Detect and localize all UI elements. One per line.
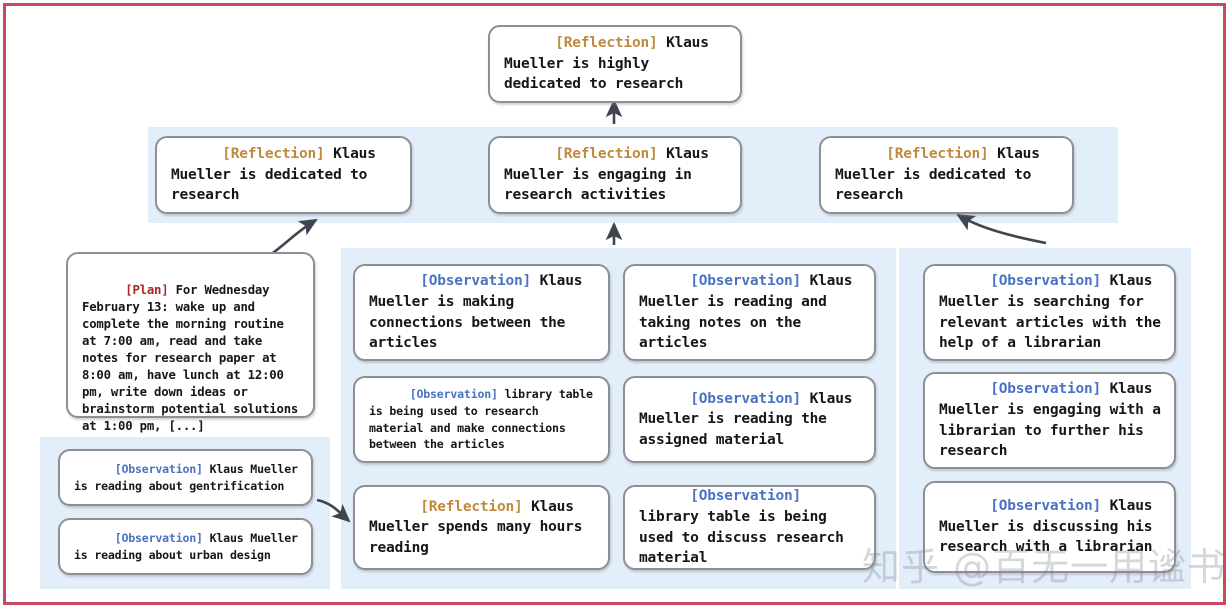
node-obs-col3-2[interactable]: [Observation] Klaus Mueller is engaging … (923, 372, 1176, 469)
node-mid-reflection-center[interactable]: [Reflection] Klaus Mueller is engaging i… (488, 136, 742, 214)
node-text: [Observation] Klaus Mueller is searching… (939, 251, 1162, 374)
node-obs-left-1[interactable]: [Observation] Klaus Mueller is reading a… (58, 449, 313, 506)
node-top-reflection[interactable]: [Reflection] Klaus Mueller is highly ded… (488, 25, 742, 103)
node-text: [Observation] library table is being use… (369, 369, 596, 470)
node-obs-left-2[interactable]: [Observation] Klaus Mueller is reading a… (58, 518, 313, 575)
tag-reflection: [Reflection] (420, 498, 523, 515)
tag-observation: [Observation] (420, 273, 532, 290)
tag-observation: [Observation] (114, 461, 203, 476)
tag-observation: [Observation] (409, 386, 498, 401)
node-text: [Observation] Klaus Mueller is reading a… (74, 513, 299, 580)
node-body: Klaus Mueller is discussing his research… (939, 498, 1161, 556)
node-obs-col1-2[interactable]: [Observation] library table is being use… (353, 376, 610, 463)
node-obs-col2-1[interactable]: [Observation] Klaus Mueller is reading a… (623, 264, 876, 361)
node-body: library table is being used to research … (369, 386, 600, 452)
tag-reflection: [Reflection] (222, 146, 325, 163)
tag-observation: [Observation] (114, 530, 203, 545)
tag-observation: [Observation] (690, 390, 802, 407)
node-obs-col2-3[interactable]: [Observation] library table is being use… (623, 485, 876, 570)
node-text: [Reflection] Klaus Mueller is dedicated … (171, 124, 398, 227)
node-text: [Observation] Klaus Mueller is reading t… (639, 368, 862, 471)
node-body: Klaus Mueller is engaging with a librari… (939, 381, 1170, 460)
node-body: Klaus Mueller is reading and taking note… (639, 273, 861, 352)
node-obs-col1-1[interactable]: [Observation] Klaus Mueller is making co… (353, 264, 610, 361)
tag-observation: [Observation] (690, 273, 802, 290)
node-obs-col3-3[interactable]: [Observation] Klaus Mueller is discussin… (923, 481, 1176, 573)
tag-observation: [Observation] (990, 498, 1102, 515)
node-plan[interactable]: [Plan] For Wednesday February 13: wake u… (66, 252, 315, 433)
node-body: Klaus Mueller is reading the assigned ma… (639, 390, 861, 448)
node-body: Klaus Mueller is dedicated to research (171, 146, 385, 204)
node-text: [Observation] Klaus Mueller is reading a… (639, 251, 862, 374)
node-body: Klaus Mueller is dedicated to research (835, 146, 1049, 204)
node-mid-reflection-left[interactable]: [Reflection] Klaus Mueller is dedicated … (155, 136, 412, 214)
tag-observation: [Observation] (990, 381, 1102, 398)
tag-observation: [Observation] (990, 273, 1102, 290)
node-text: [Observation] library table is being use… (639, 466, 862, 589)
node-body: Klaus Mueller is engaging in research ac… (504, 146, 718, 204)
node-body: Klaus Mueller is searching for relevant … (939, 273, 1170, 352)
node-obs-col3-1[interactable]: [Observation] Klaus Mueller is searching… (923, 264, 1176, 361)
node-mid-reflection-right[interactable]: [Reflection] Klaus Mueller is dedicated … (819, 136, 1074, 214)
node-text: [Reflection] Klaus Mueller is dedicated … (835, 124, 1060, 227)
tag-reflection: [Reflection] (886, 146, 989, 163)
node-text: [Observation] Klaus Mueller is engaging … (939, 359, 1162, 482)
tag-reflection: [Reflection] (555, 35, 658, 52)
node-text: [Observation] Klaus Mueller is making co… (369, 251, 596, 374)
node-text: [Reflection] Klaus Mueller spends many h… (369, 476, 596, 579)
node-body: Klaus Mueller is reading about urban des… (74, 530, 305, 562)
node-text: [Plan] For Wednesday February 13: wake u… (82, 265, 301, 452)
node-body: Klaus Mueller spends many hours reading (369, 498, 591, 556)
node-body: library table is being used to discuss r… (639, 488, 853, 567)
node-ref-col1-3[interactable]: [Reflection] Klaus Mueller spends many h… (353, 485, 610, 570)
node-body: Klaus Mueller is reading about gentrific… (74, 461, 305, 493)
tag-plan: [Plan] (125, 282, 169, 297)
node-body: Klaus Mueller is making connections betw… (369, 273, 591, 352)
node-obs-col2-2[interactable]: [Observation] Klaus Mueller is reading t… (623, 376, 876, 463)
node-text: [Observation] Klaus Mueller is discussin… (939, 476, 1162, 579)
node-text: [Observation] Klaus Mueller is reading a… (74, 444, 299, 511)
tag-observation: [Observation] (690, 488, 802, 505)
node-body: For Wednesday February 13: wake up and c… (82, 282, 306, 433)
node-text: [Reflection] Klaus Mueller is engaging i… (504, 124, 728, 227)
tag-reflection: [Reflection] (555, 146, 658, 163)
node-body: Klaus Mueller is highly dedicated to res… (504, 35, 718, 93)
node-text: [Reflection] Klaus Mueller is highly ded… (504, 13, 728, 116)
